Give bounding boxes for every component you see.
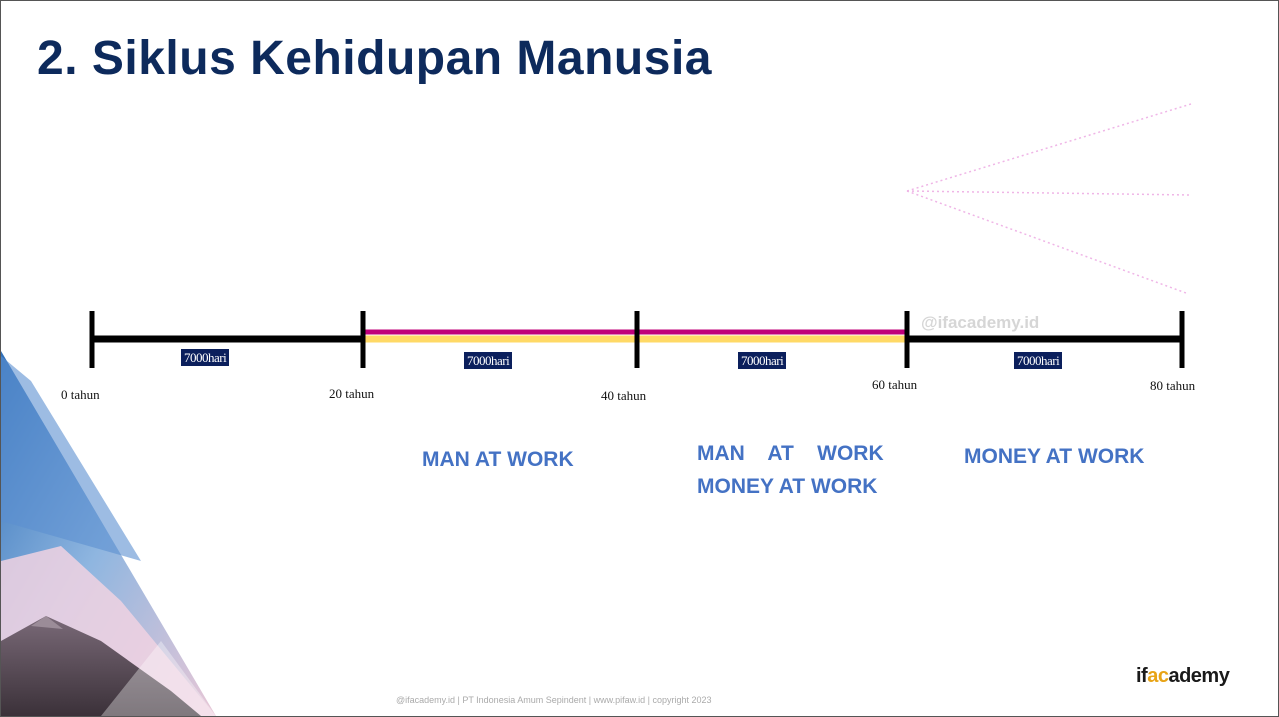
footer-copyright: @ifacademy.id | PT Indonesia Amum Sepind… [396, 695, 712, 705]
segment-label-1: 7000hari [181, 349, 230, 366]
segment-label-3: 7000hari [738, 352, 787, 369]
watermark: @ifacademy.id [921, 313, 1040, 332]
year-label-60: 60 tahun [872, 377, 918, 392]
phase-mixed-line-2: MONEY AT WORK [697, 475, 878, 498]
page-title: 2. Siklus Kehidupan Manusia [37, 32, 712, 85]
year-label-0: 0 tahun [61, 387, 100, 402]
phase-man-at-work: MAN AT WORK [422, 448, 574, 471]
year-label-40: 40 tahun [601, 388, 647, 403]
phase-money-at-work: MONEY AT WORK [964, 445, 1145, 468]
year-label-80: 80 tahun [1150, 378, 1196, 393]
phase-mixed-line-1: MAN AT WORK [697, 442, 884, 465]
dotted-fan-decoration [906, 103, 1192, 294]
segment-label-4: 7000hari [1014, 352, 1063, 369]
logo-part-2: ac [1147, 665, 1169, 687]
ifacademy-logo: ifacademy [1136, 665, 1230, 688]
segment-label-2: 7000hari [464, 352, 513, 369]
year-label-20: 20 tahun [329, 386, 375, 401]
logo-part-1: if [1136, 665, 1148, 687]
mountain-photo-decoration [1, 351, 216, 716]
logo-part-3: ademy [1168, 665, 1230, 687]
